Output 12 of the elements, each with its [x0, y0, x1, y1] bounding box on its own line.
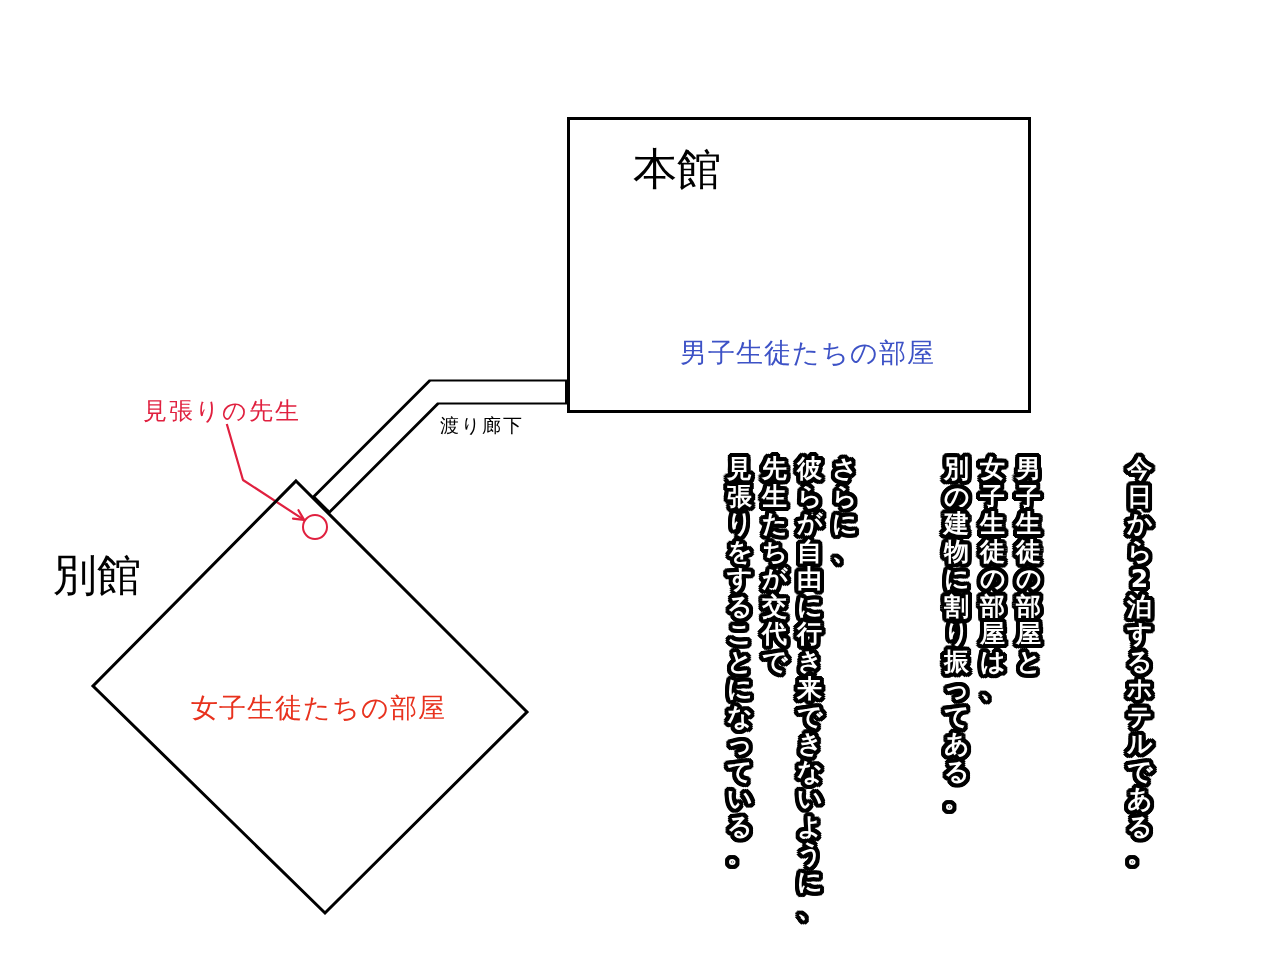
vertical-caption: 今日から2泊するホテルである。: [1122, 450, 1157, 873]
building-box: [567, 117, 1031, 413]
edge-label: 渡り廊下: [440, 416, 524, 435]
building-title: 別館: [53, 553, 141, 597]
building-title: 本館: [633, 147, 721, 191]
vertical-caption: さらに、彼らが自由に行き来できないように、先生たちが交代で見張りをすることになっている。: [722, 450, 862, 928]
room-label: 男子生徒たちの部屋: [680, 339, 935, 366]
room-label: 女子生徒たちの部屋: [191, 694, 446, 721]
vertical-caption: 男子生徒の部屋と女子生徒の部屋は、別の建物に割り振ってある。: [939, 450, 1046, 818]
annotation-label: 見張りの先生: [143, 398, 303, 424]
corridor: [311, 379, 567, 515]
leader-arrow: [225, 423, 306, 521]
